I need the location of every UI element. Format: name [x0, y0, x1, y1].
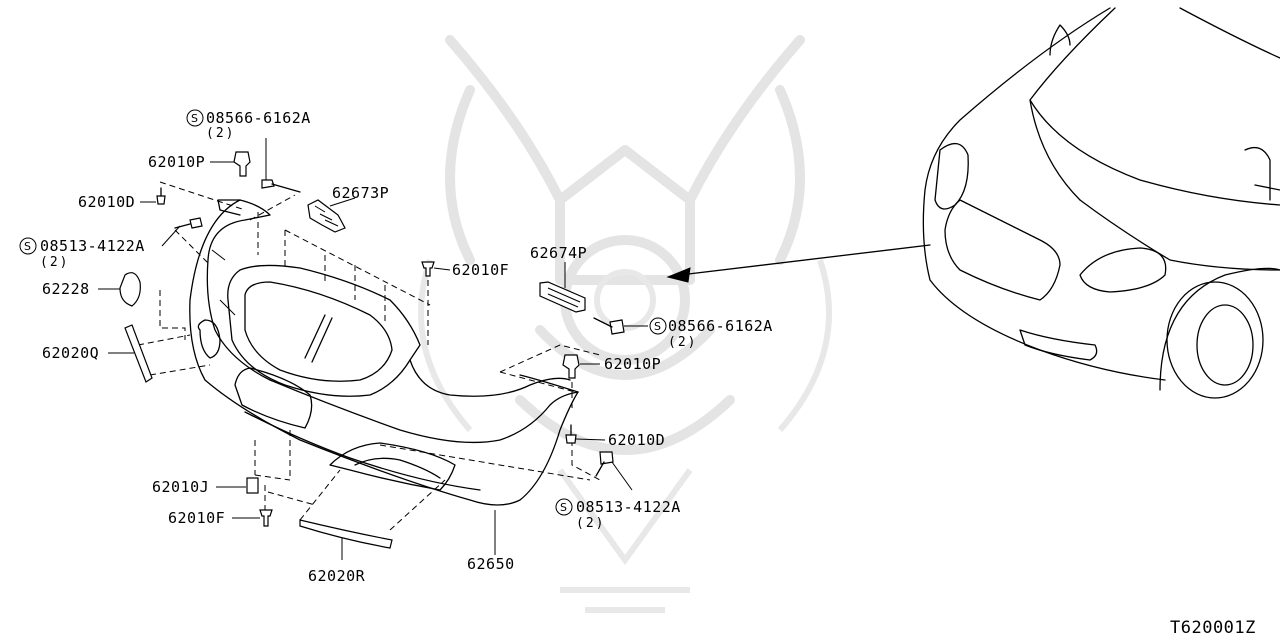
svg-text:(2): (2): [668, 335, 697, 350]
assembly-lines: [137, 181, 601, 531]
svg-text:08566-6162A: 08566-6162A: [206, 109, 311, 127]
label-62010F-bottom: 62010F: [168, 509, 225, 527]
svg-text:08513-4122A: 08513-4122A: [40, 237, 145, 255]
label-62010D-right: 62010D: [608, 431, 665, 449]
label-08513-4122A-left: S 08513-4122A (2): [19, 237, 145, 270]
label-62010P-right: 62010P: [604, 355, 661, 373]
svg-text:(2): (2): [40, 255, 69, 270]
svg-text:S: S: [191, 112, 198, 125]
label-62020Q: 62020Q: [42, 344, 99, 362]
label-62020R: 62020R: [308, 567, 366, 585]
label-08566-6162A-right: S 08566-6162A (2): [649, 317, 773, 350]
label-62673P: 62673P: [332, 184, 389, 202]
label-62010J: 62010J: [152, 478, 209, 496]
part-labels: S 08566-6162A (2) 62010P 62673P 62010D S…: [19, 109, 1256, 638]
label-62674P: 62674P: [530, 244, 587, 262]
svg-text:S: S: [654, 320, 661, 333]
figure-code: T620001Z: [1170, 618, 1256, 638]
label-62010D-left: 62010D: [78, 193, 135, 211]
label-62010F-mid: 62010F: [452, 261, 509, 279]
fasteners: [119, 151, 625, 549]
svg-text:(2): (2): [576, 516, 605, 531]
svg-text:S: S: [24, 240, 31, 253]
leader-lines: [98, 138, 648, 560]
car-outline: [666, 7, 1280, 399]
label-08566-6162A-top: S 08566-6162A (2): [186, 109, 311, 141]
svg-text:(2): (2): [206, 126, 235, 141]
svg-text:08566-6162A: 08566-6162A: [668, 317, 773, 335]
svg-text:S: S: [560, 501, 567, 514]
label-62650: 62650: [467, 555, 515, 573]
label-08513-4122A-right: S 08513-4122A (2): [555, 498, 681, 531]
label-62228: 62228: [42, 280, 90, 298]
svg-text:08513-4122A: 08513-4122A: [576, 498, 681, 516]
bumper-fascia-62650: [189, 199, 579, 506]
label-62010P-top: 62010P: [148, 153, 205, 171]
